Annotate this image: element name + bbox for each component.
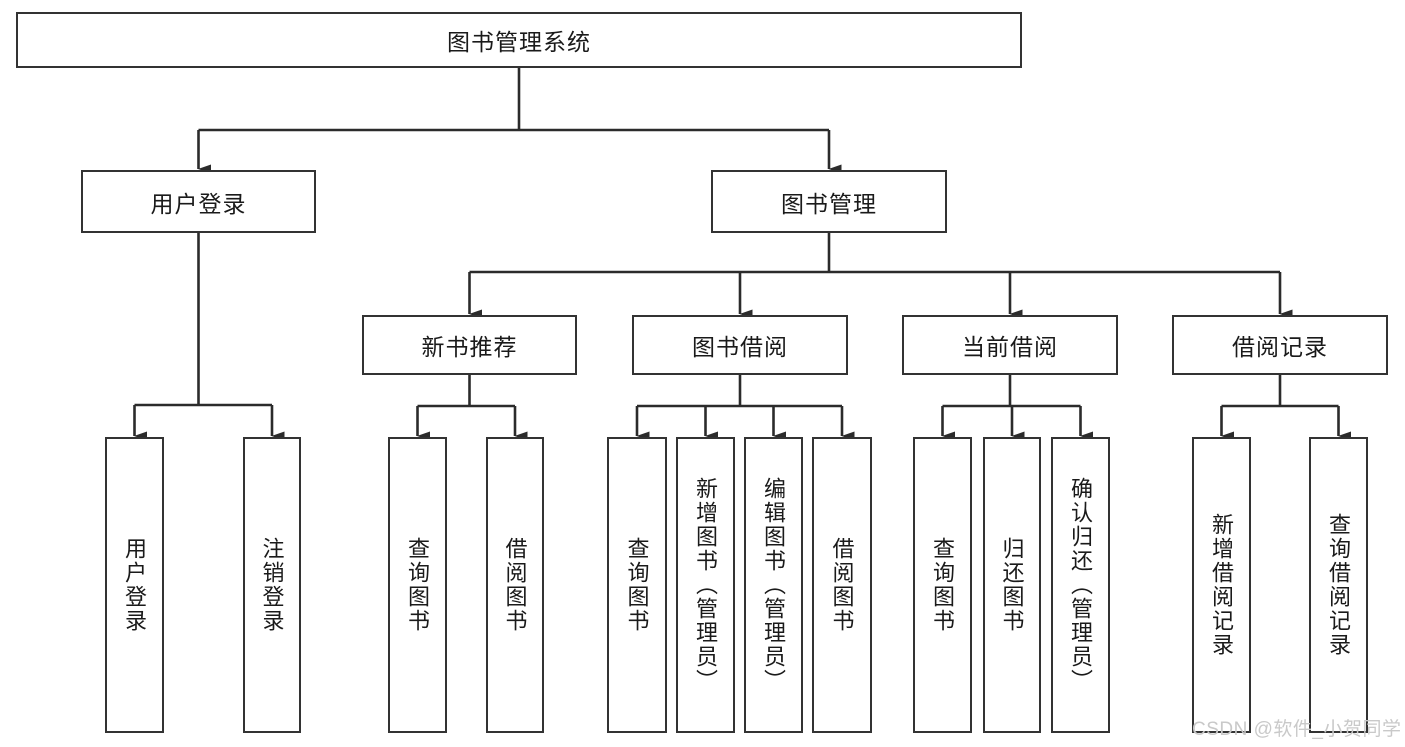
node-user-login[interactable]: 用户登录 (81, 170, 316, 233)
node-label: 查询图书 (930, 537, 956, 633)
node-label: 确认归还（管理员） (1068, 477, 1094, 693)
node-root[interactable]: 图书管理系统 (16, 12, 1022, 68)
node-label: 用户登录 (122, 537, 148, 633)
node-leaf-logout[interactable]: 注销登录 (243, 437, 301, 733)
node-leaf-query-book-2[interactable]: 查询图书 (607, 437, 667, 733)
node-label: 新书推荐 (421, 334, 518, 360)
node-leaf-borrow-book-2[interactable]: 借阅图书 (812, 437, 872, 733)
node-book-manage[interactable]: 图书管理 (711, 170, 947, 233)
node-label: 用户登录 (150, 190, 247, 217)
node-label: 图书管理系统 (447, 29, 591, 55)
node-label: 图书借阅 (692, 334, 788, 360)
node-current-borrow[interactable]: 当前借阅 (902, 315, 1118, 375)
node-label: 当前借阅 (962, 334, 1058, 360)
node-leaf-query-book-1[interactable]: 查询图书 (388, 437, 447, 733)
node-borrow-record[interactable]: 借阅记录 (1172, 315, 1388, 375)
node-label: 借阅记录 (1232, 334, 1328, 360)
node-label: 新增借阅记录 (1209, 513, 1235, 657)
node-leaf-edit-book[interactable]: 编辑图书（管理员） (744, 437, 803, 733)
node-leaf-query-book-3[interactable]: 查询图书 (913, 437, 972, 733)
node-leaf-user-login[interactable]: 用户登录 (105, 437, 164, 733)
node-book-borrow[interactable]: 图书借阅 (632, 315, 848, 375)
node-label: 注销登录 (259, 537, 285, 633)
node-label: 借阅图书 (829, 537, 855, 633)
node-label: 图书管理 (781, 190, 877, 217)
node-leaf-borrow-book-1[interactable]: 借阅图书 (486, 437, 544, 733)
node-label: 归还图书 (999, 537, 1025, 633)
node-leaf-query-record[interactable]: 查询借阅记录 (1309, 437, 1368, 733)
node-leaf-confirm-return[interactable]: 确认归还（管理员） (1051, 437, 1110, 733)
node-leaf-return-book[interactable]: 归还图书 (983, 437, 1041, 733)
node-label: 查询图书 (624, 537, 650, 633)
node-label: 借阅图书 (502, 537, 528, 633)
node-label: 新增图书（管理员） (693, 477, 719, 693)
node-label: 查询图书 (405, 537, 431, 633)
node-leaf-add-record[interactable]: 新增借阅记录 (1192, 437, 1251, 733)
node-leaf-add-book[interactable]: 新增图书（管理员） (676, 437, 735, 733)
node-label: 查询借阅记录 (1326, 513, 1352, 657)
node-label: 编辑图书（管理员） (761, 477, 787, 693)
node-new-book-recommend[interactable]: 新书推荐 (362, 315, 577, 375)
